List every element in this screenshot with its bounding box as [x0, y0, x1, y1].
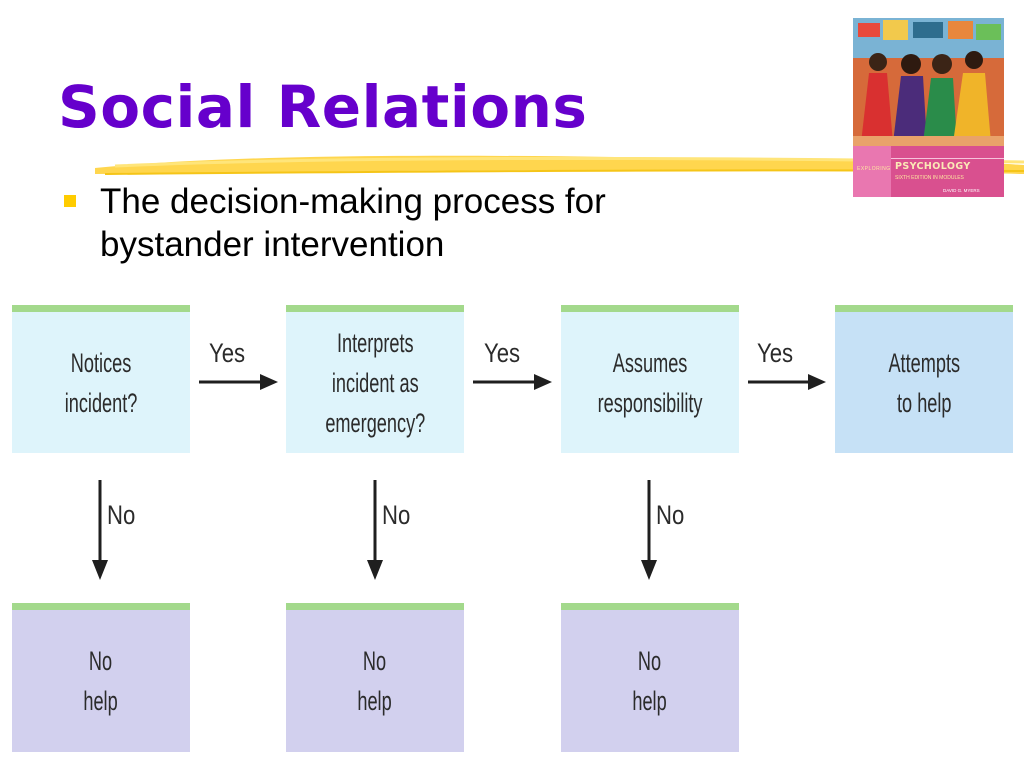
title-underline-stroke	[95, 155, 1024, 175]
yes-label: Yes	[209, 338, 246, 368]
outcome-line: No	[638, 646, 662, 676]
outcome-no-help: No help	[12, 603, 190, 752]
cover-author-text: DAVID G. MYERS	[943, 188, 980, 193]
step-assumes-responsibility: Assumes responsibility	[561, 305, 739, 453]
outcome-line: No	[89, 646, 113, 676]
cover-brand-text: EXPLORING	[857, 166, 891, 172]
step-interprets-emergency: Interprets incident as emergency?	[286, 305, 464, 453]
step-line: incident?	[64, 387, 138, 418]
step-line: Interprets	[336, 327, 414, 358]
no-label: No	[656, 500, 685, 530]
yes-arrow	[473, 374, 552, 390]
yes-arrow	[199, 374, 278, 390]
step-attempts-to-help: Attempts to help	[835, 305, 1013, 453]
step-line: Attempts	[888, 347, 960, 378]
no-label: No	[382, 500, 411, 530]
step-line: to help	[896, 387, 952, 418]
step-notices-incident: Notices incident?	[12, 305, 190, 453]
bullet-text: The decision-making process for bystande…	[100, 182, 606, 264]
no-arrow	[367, 480, 383, 580]
no-arrow	[92, 480, 108, 580]
yes-label: Yes	[757, 338, 794, 368]
outcome-no-help: No help	[561, 603, 739, 752]
step-line: incident as	[331, 367, 419, 398]
step-line: responsibility	[597, 387, 703, 418]
no-arrow	[641, 480, 657, 580]
step-line: Notices	[70, 347, 132, 378]
outcome-line: help	[83, 686, 119, 716]
outcome-line: help	[357, 686, 393, 716]
slide-title: Social Relations	[58, 73, 588, 141]
textbook-cover-image: EXPLORING PSYCHOLOGY SIXTH EDITION IN MO…	[853, 18, 1004, 197]
yes-label: Yes	[484, 338, 521, 368]
yes-arrow	[748, 374, 826, 390]
cover-edition-text: SIXTH EDITION IN MODULES	[895, 175, 964, 181]
outcome-line: help	[632, 686, 668, 716]
step-line: emergency?	[325, 407, 425, 438]
cover-title-text: PSYCHOLOGY	[895, 161, 971, 172]
outcome-no-help: No help	[286, 603, 464, 752]
no-label: No	[107, 500, 136, 530]
outcome-line: No	[363, 646, 387, 676]
step-line: Assumes	[612, 347, 688, 378]
bullet-marker	[64, 195, 76, 207]
